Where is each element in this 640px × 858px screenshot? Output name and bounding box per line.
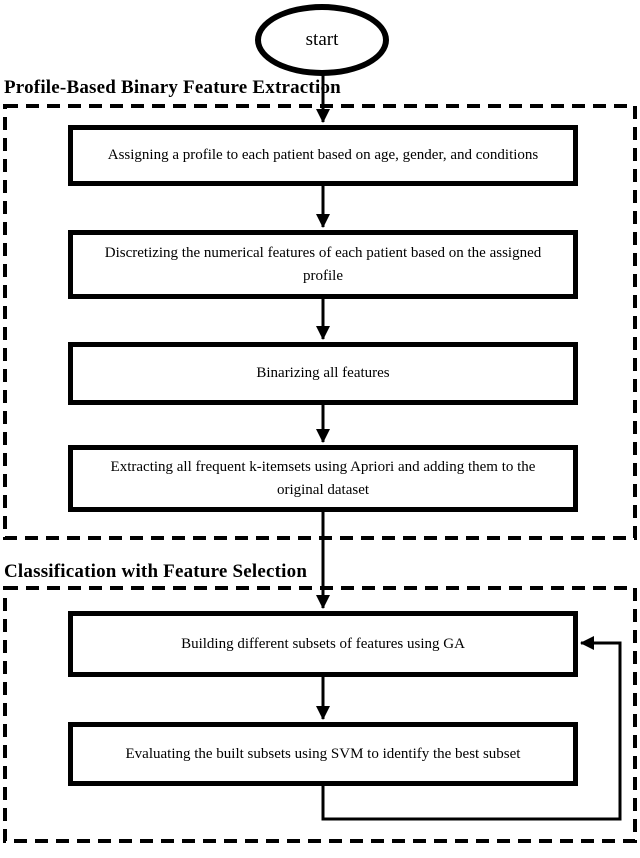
step-evaluate-svm: Evaluating the built subsets using SVM t… (68, 722, 578, 786)
step-assign-profile-label: Assigning a profile to each patient base… (107, 147, 539, 163)
start-label: start (305, 29, 339, 50)
section-title-classification: Classification with Feature Selection (4, 561, 308, 582)
section-title-extraction: Profile-Based Binary Feature Extraction (4, 77, 341, 98)
step-evaluate-svm-label: Evaluating the built subsets using SVM t… (125, 745, 521, 762)
step-discretize-features: Discretizing the numerical features of e… (68, 230, 578, 299)
step-assign-profile: Assigning a profile to each patient base… (68, 125, 578, 186)
step-binarize-features: Binarizing all features (68, 342, 578, 405)
step-discretize-features-label: Discretizing the numerical features of e… (104, 244, 542, 284)
step-binarize-features-label: Binarizing all features (256, 365, 390, 381)
step-build-subsets-ga-label: Building different subsets of features u… (181, 635, 465, 652)
step-extract-itemsets: Extracting all frequent k-itemsets using… (68, 445, 578, 512)
start-terminal: start (255, 4, 389, 76)
step-extract-itemsets-label: Extracting all frequent k-itemsets using… (110, 458, 536, 498)
step-build-subsets-ga: Building different subsets of features u… (68, 611, 578, 677)
